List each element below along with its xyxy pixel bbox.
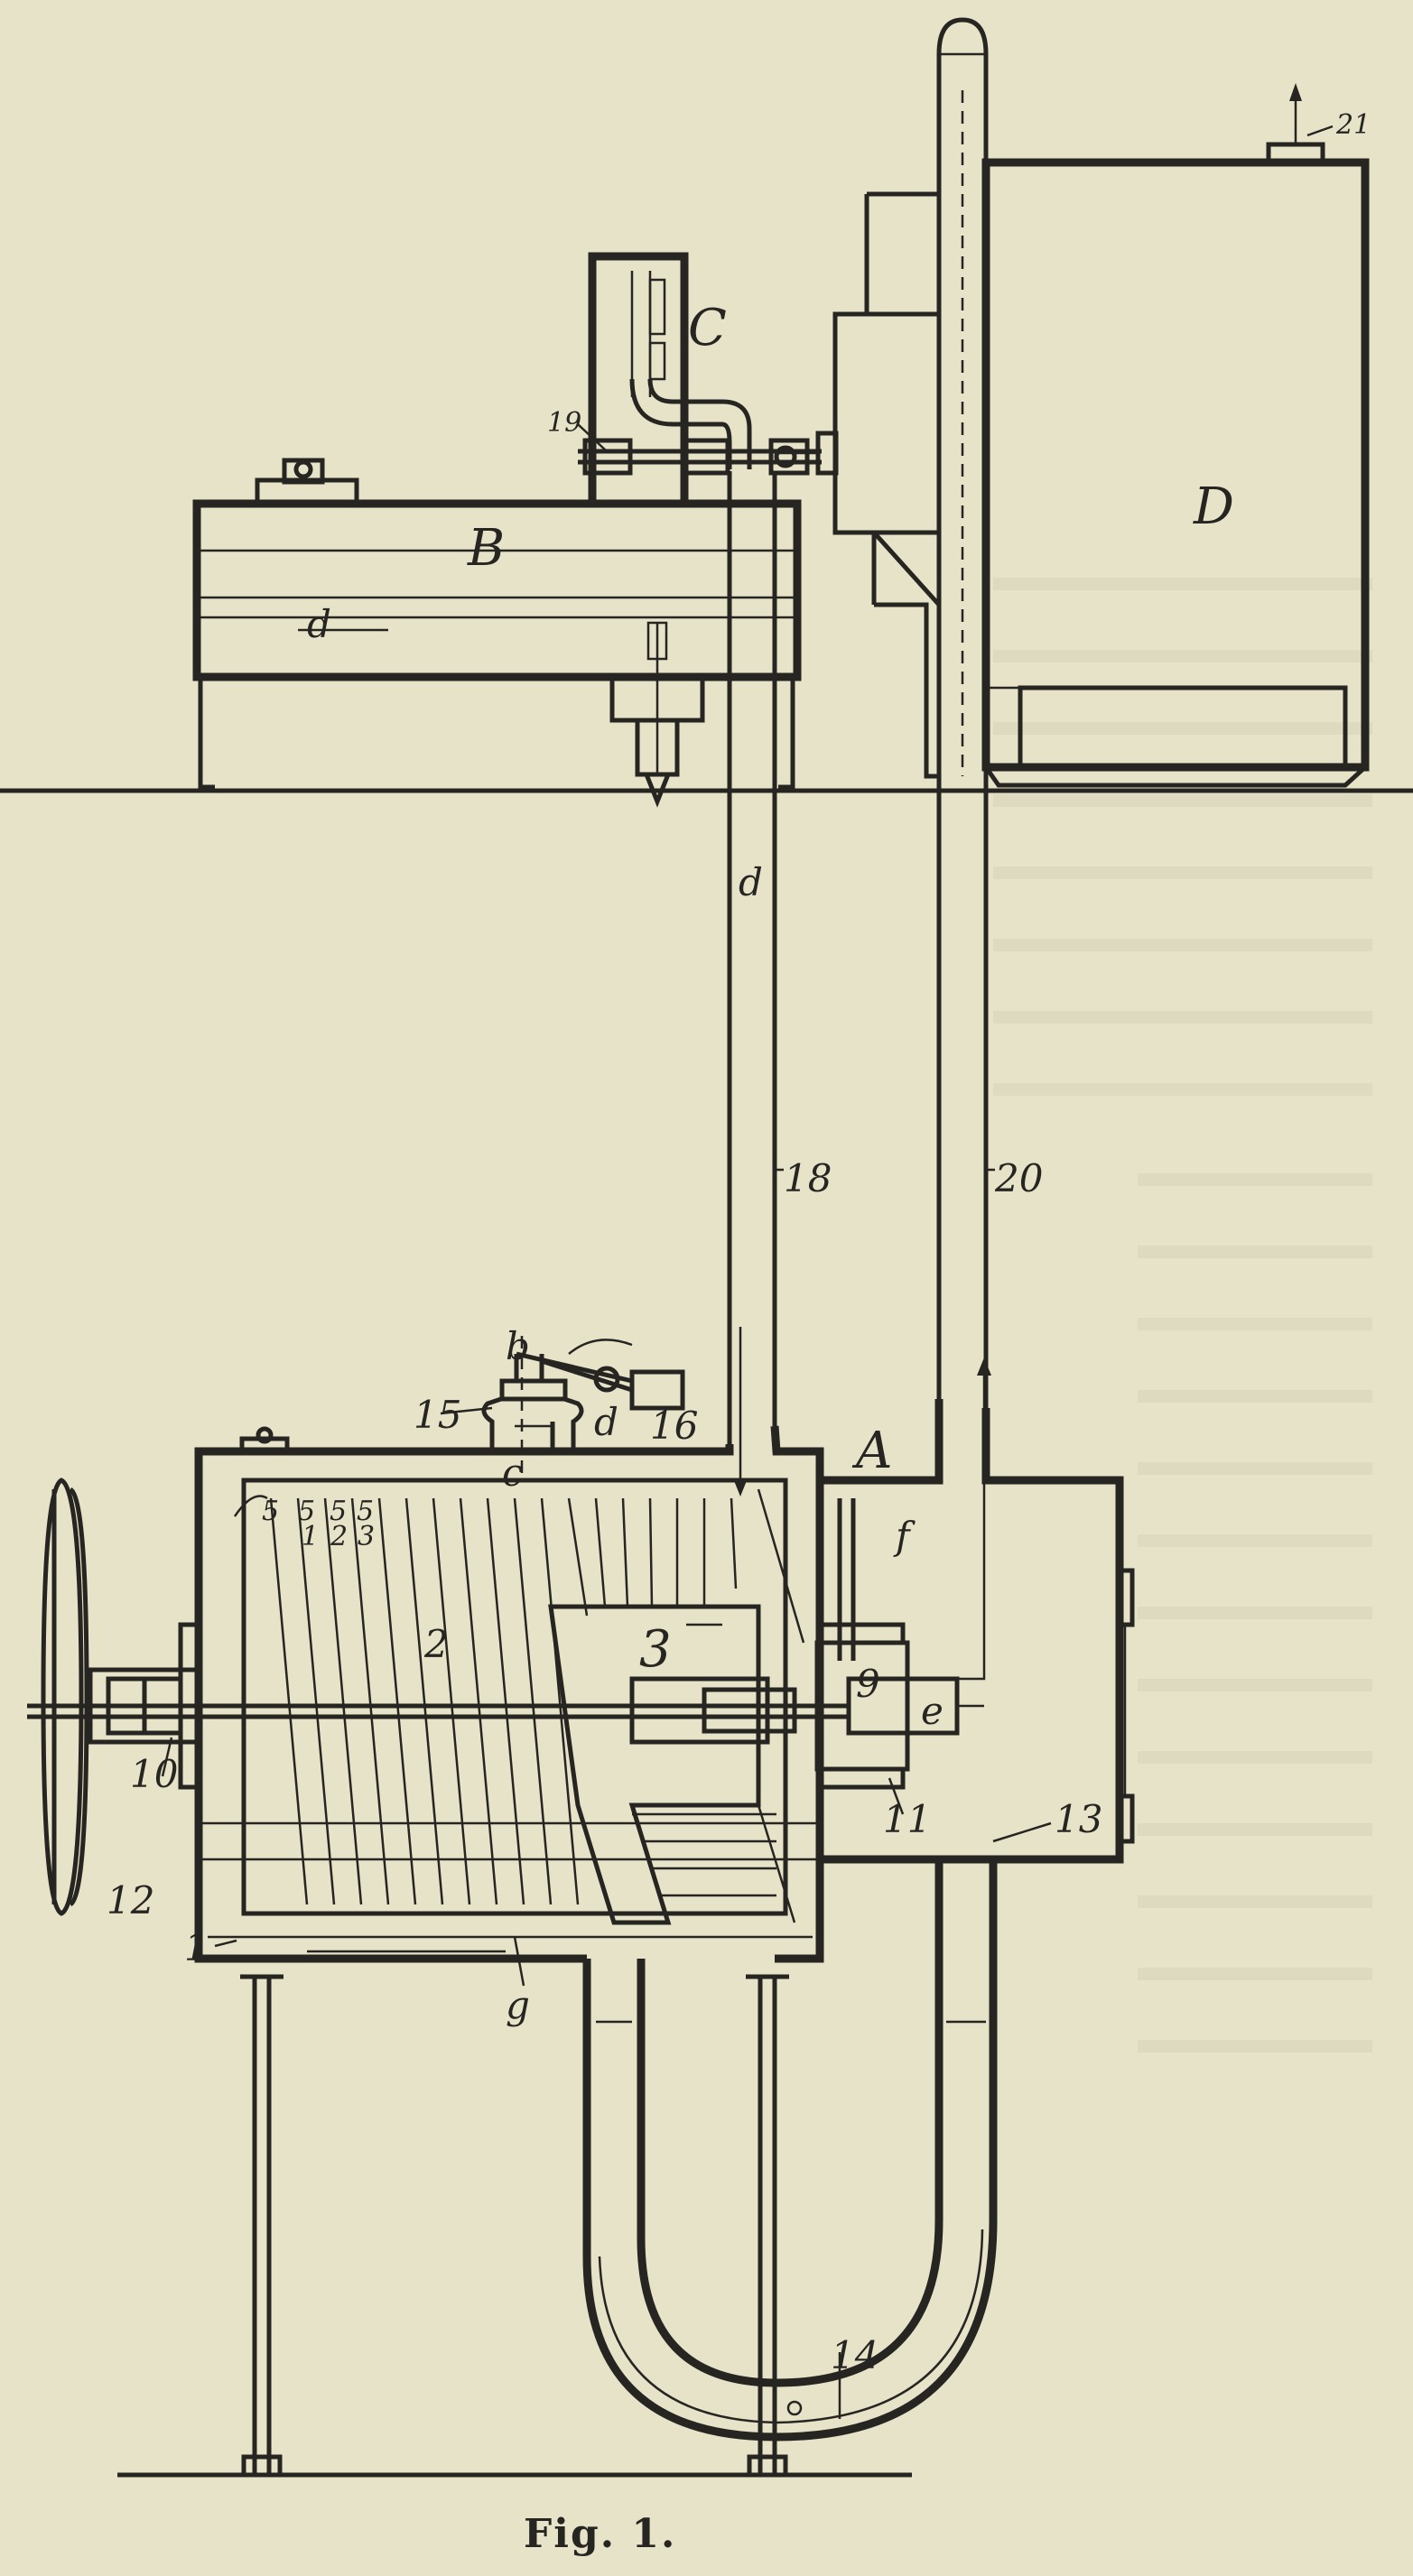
label-12: 12 [107,1878,154,1923]
valve-c [578,252,822,508]
label-2: 2 [423,1622,449,1666]
label-b: B [467,519,505,578]
label-5d: 5 [357,1496,374,1527]
stands [240,1974,789,2473]
label-5c: 5 [330,1496,347,1527]
label-1: 1 [184,1925,209,1969]
label-20: 20 [994,1156,1043,1200]
label-5a: 5 [262,1496,279,1527]
label-f: f [893,1514,916,1558]
label-14: 14 [831,2333,878,2377]
label-5-sub2: 2 [330,1521,348,1552]
connector-tower [776,191,942,779]
pipe-18 [727,471,777,1496]
label-d: D [1193,477,1234,536]
labels: B C D A d d d 18 20 19 21 15 16 b c f e … [107,109,1371,2377]
label-e: e [921,1689,944,1733]
label-3: 3 [639,1620,672,1679]
filler-15 [481,1336,685,1480]
bleed-through-texture [993,578,1372,2052]
label-5-sub3: 3 [358,1521,375,1552]
u-tube-14 [582,1859,998,2442]
drum-2 [27,1478,849,1925]
label-g: g [506,1983,530,2027]
label-b-lower: b [506,1324,530,1368]
label-5-sub1: 1 [302,1521,319,1552]
label-19: 19 [547,407,581,439]
label-d-tank: d [307,602,331,646]
chamber-a [814,1399,1135,1864]
housing-1 [194,1422,824,1963]
label-18: 18 [784,1156,832,1200]
figure-caption: Fig. 1. [524,2511,677,2557]
pulley-12 [41,1478,203,1916]
label-13: 13 [1055,1797,1102,1841]
box-d [981,83,1370,788]
label-d-top: d [594,1400,618,1444]
label-d-pipe: d [739,860,763,904]
label-15: 15 [414,1393,461,1437]
tank-b [192,458,802,808]
label-5b: 5 [298,1496,315,1527]
label-9: 9 [856,1662,880,1706]
label-a: A [851,1422,892,1480]
label-c-lower: c [502,1450,524,1495]
label-c: C [688,299,727,357]
label-16: 16 [650,1404,698,1448]
label-10: 10 [130,1752,178,1796]
label-21: 21 [1335,109,1371,141]
leader-lines [161,125,1334,2419]
label-11: 11 [883,1797,931,1841]
